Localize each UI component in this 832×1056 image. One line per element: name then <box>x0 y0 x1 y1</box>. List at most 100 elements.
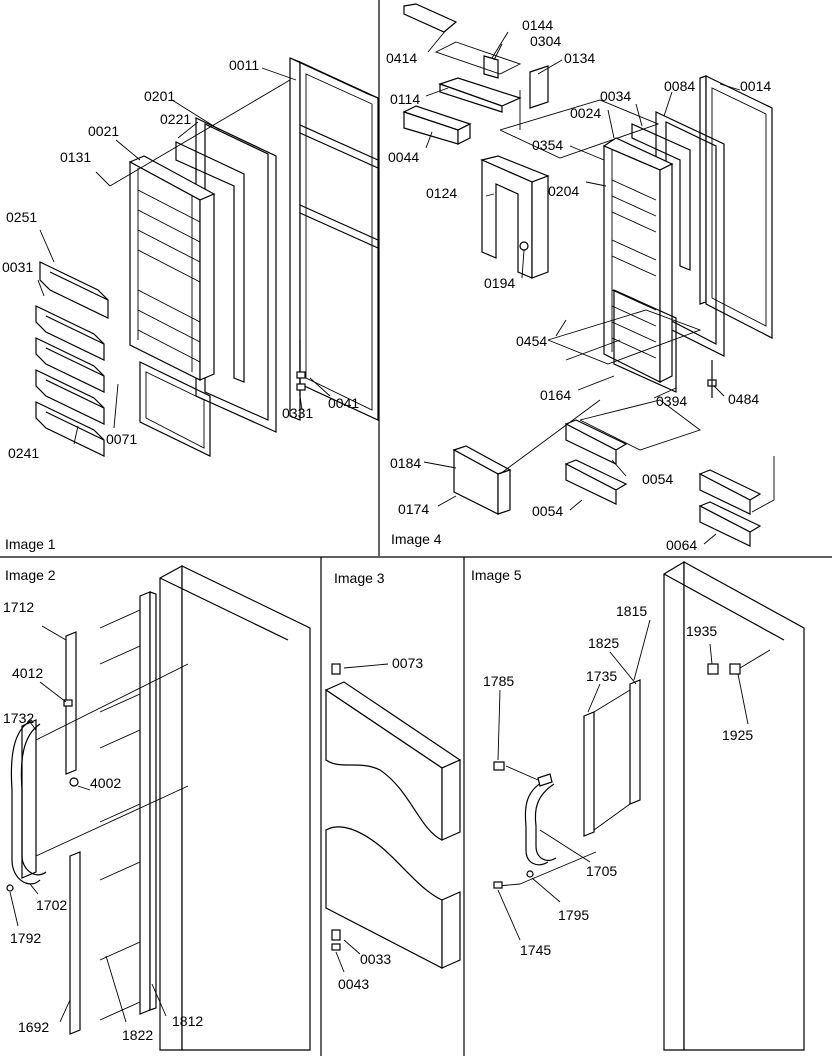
part-label: 1935 <box>686 623 717 639</box>
door-edge-strip-1812 <box>139 591 157 1015</box>
part-label: 0184 <box>390 455 421 471</box>
hinge-0041 <box>296 383 306 391</box>
bin-0064-leader <box>751 456 775 513</box>
part-label: 1735 <box>586 668 617 684</box>
door-bottom-section <box>325 826 461 969</box>
screw-1795 <box>526 870 534 878</box>
hinge-bracket-0414 <box>403 3 458 33</box>
door-panel-outline-5 <box>593 689 631 831</box>
panel-title-image-3: Image 3 <box>334 570 385 586</box>
clip-4012 <box>63 699 73 707</box>
part-label: 4002 <box>90 775 121 791</box>
bracket-1785 <box>493 761 505 771</box>
liner-0034 <box>631 123 691 271</box>
door-bin-0251 <box>39 261 109 319</box>
hinge-plate-0304 <box>483 55 499 79</box>
panel-title-image-5: Image 5 <box>471 567 522 583</box>
door-bin-0031 <box>35 305 105 361</box>
trim-1815 <box>629 679 641 805</box>
part-label: 0041 <box>328 395 359 411</box>
inner-door-liner <box>128 155 216 381</box>
projection-box-top <box>499 99 660 159</box>
part-label: 1925 <box>722 727 753 743</box>
part-label: 0331 <box>282 405 313 421</box>
screw-1792 <box>6 884 14 892</box>
panel-title-image-4: Image 4 <box>391 531 442 547</box>
part-label: 1792 <box>10 930 41 946</box>
part-label: 0221 <box>160 111 191 127</box>
bin-0044-side <box>457 123 471 145</box>
panel-title-image-1: Image 1 <box>5 536 56 552</box>
part-label: 0073 <box>392 655 423 671</box>
door-outer-panel <box>289 57 379 421</box>
door-top-section <box>324 681 462 841</box>
part-label: 0174 <box>398 501 429 517</box>
mount-plate-outline <box>434 41 522 75</box>
part-label: 0131 <box>60 149 91 165</box>
panel-0164 <box>613 289 677 393</box>
panel-image-5 <box>493 560 805 1051</box>
door-bin-2 <box>35 337 105 393</box>
panel-1-leaders <box>37 67 331 445</box>
part-label: 0354 <box>532 137 563 153</box>
hinge-plate-0134 <box>529 65 549 109</box>
part-label: 1692 <box>18 1019 49 1035</box>
dispenser-actuator-0194 <box>519 241 529 251</box>
part-label: 4012 <box>12 665 43 681</box>
part-label: 0064 <box>666 537 697 553</box>
panel-image-3 <box>324 663 462 973</box>
panel-image-2 <box>6 564 311 1051</box>
part-label: 1815 <box>616 603 647 619</box>
door-bin-3 <box>35 369 105 425</box>
panel-image-4 <box>402 3 775 547</box>
door-liner <box>175 141 245 383</box>
bin-0054-b <box>564 459 628 505</box>
panel-image-1 <box>35 57 379 457</box>
pin-0073 <box>331 663 341 675</box>
handle-bracket-1702 <box>10 719 47 885</box>
part-label: 0044 <box>388 149 419 165</box>
part-label: 0304 <box>530 33 561 49</box>
door-bin-0241 <box>35 401 105 457</box>
part-label: 0241 <box>8 445 39 461</box>
washer-0043 <box>331 943 341 951</box>
part-label: 0031 <box>2 259 33 275</box>
shelf-0114-front <box>439 83 503 113</box>
projection-box-low <box>579 399 701 451</box>
part-label: 0414 <box>386 50 417 66</box>
panel-title-image-2: Image 2 <box>5 567 56 583</box>
part-label: 0084 <box>664 78 695 94</box>
part-label: 1822 <box>122 1027 153 1043</box>
handle-1705 <box>524 773 557 866</box>
part-label: 0394 <box>656 393 687 409</box>
part-label: 0144 <box>522 17 553 33</box>
part-label: 0484 <box>728 391 759 407</box>
part-label: 0054 <box>642 471 673 487</box>
part-label: 0043 <box>338 976 369 992</box>
bin-0054-a <box>564 419 628 465</box>
panel-5-leaders <box>497 619 749 941</box>
hinge-0331 <box>296 371 306 379</box>
clip-4002 <box>69 777 79 787</box>
cabinet-side-panel <box>159 564 311 1051</box>
part-label: 1705 <box>586 863 617 879</box>
part-label: 1712 <box>3 599 34 615</box>
part-label: 0014 <box>740 78 771 94</box>
door-trim-1692 <box>69 851 81 1035</box>
part-label: 1732 <box>3 710 34 726</box>
part-label: 0134 <box>564 50 595 66</box>
part-label: 1785 <box>483 673 514 689</box>
part-label: 0201 <box>144 88 175 104</box>
part-label: 1812 <box>172 1013 203 1029</box>
clip-1925 <box>729 663 741 675</box>
part-label: 0021 <box>88 123 119 139</box>
part-label: 1795 <box>558 907 589 923</box>
part-label: 0124 <box>426 185 457 201</box>
part-label: 0251 <box>6 209 37 225</box>
clip-1935 <box>707 663 719 675</box>
handle-1732 <box>21 719 37 879</box>
part-label: 0164 <box>540 387 571 403</box>
part-label: 0034 <box>600 88 631 104</box>
